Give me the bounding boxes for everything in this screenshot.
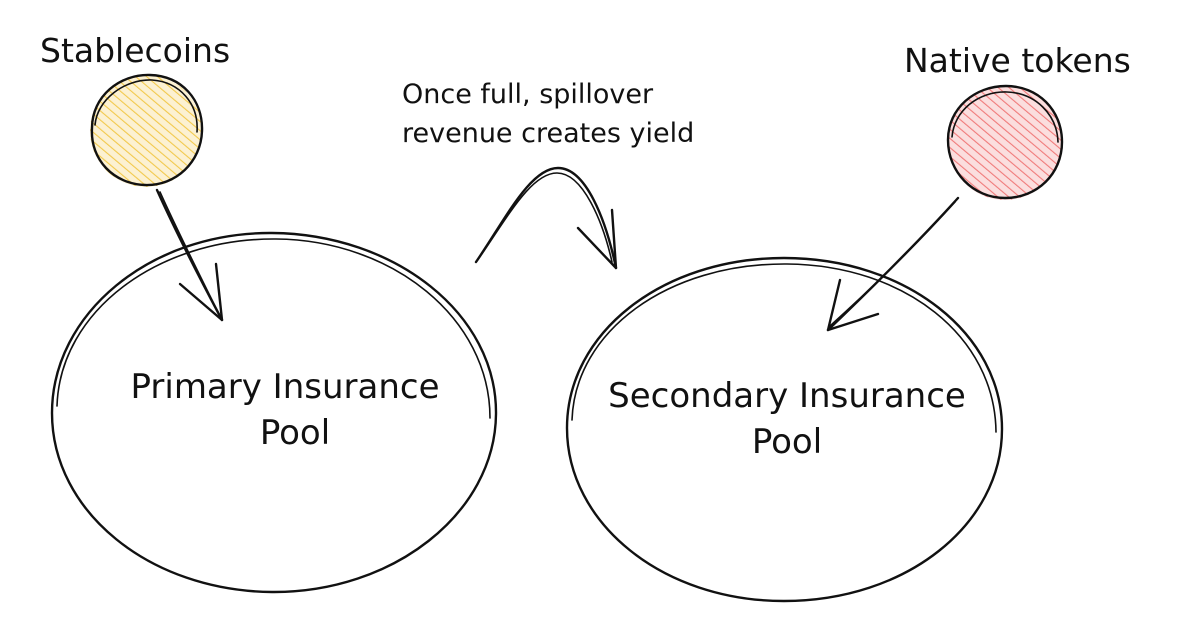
secondary-pool-circle	[565, 256, 1004, 603]
annotation-line2: revenue creates yield	[402, 118, 694, 149]
secondary-pool-label-line2: Pool	[752, 422, 822, 462]
arrow-native-shaft-2	[829, 201, 956, 327]
primary-pool-circle	[50, 231, 498, 594]
primary-pool-circle-2	[56, 238, 491, 419]
primary-pool-node: Primary Insurance Pool	[50, 231, 498, 594]
stablecoins-label: Stablecoins	[40, 31, 230, 70]
spillover-annotation: Once full, spillover revenue creates yie…	[402, 79, 694, 149]
secondary-pool-circle-2	[571, 263, 997, 433]
secondary-pool-label-line1: Secondary Insurance	[608, 376, 966, 416]
arrow-stablecoins-head	[178, 262, 224, 322]
stablecoins-node: Stablecoins	[40, 31, 230, 187]
stablecoins-coin-outline-2	[94, 79, 198, 133]
arrow-native-head	[826, 278, 880, 332]
arrow-spillover-arc	[474, 166, 618, 270]
arrow-primary-to-secondary	[474, 166, 618, 270]
secondary-pool-node: Secondary Insurance Pool	[565, 256, 1004, 603]
stablecoins-coin	[90, 75, 202, 187]
native-tokens-label: Native tokens	[904, 41, 1131, 80]
arrow-spillover-arc-2	[478, 172, 613, 263]
arrow-spillover-head	[576, 208, 618, 270]
stablecoins-coin-outline	[90, 73, 204, 187]
native-tokens-node: Native tokens	[904, 41, 1131, 200]
native-tokens-coin-outline-2	[951, 91, 1059, 143]
primary-pool-label-line2: Pool	[260, 413, 330, 453]
native-tokens-coin	[948, 86, 1062, 200]
arrow-stablecoins-to-primary	[155, 188, 224, 322]
primary-pool-label-line1: Primary Insurance	[130, 367, 439, 407]
arrow-native-to-secondary	[826, 196, 960, 332]
arrow-stablecoins-shaft-2	[159, 191, 221, 317]
native-tokens-coin-outline	[946, 84, 1064, 200]
annotation-line1: Once full, spillover	[402, 79, 654, 110]
